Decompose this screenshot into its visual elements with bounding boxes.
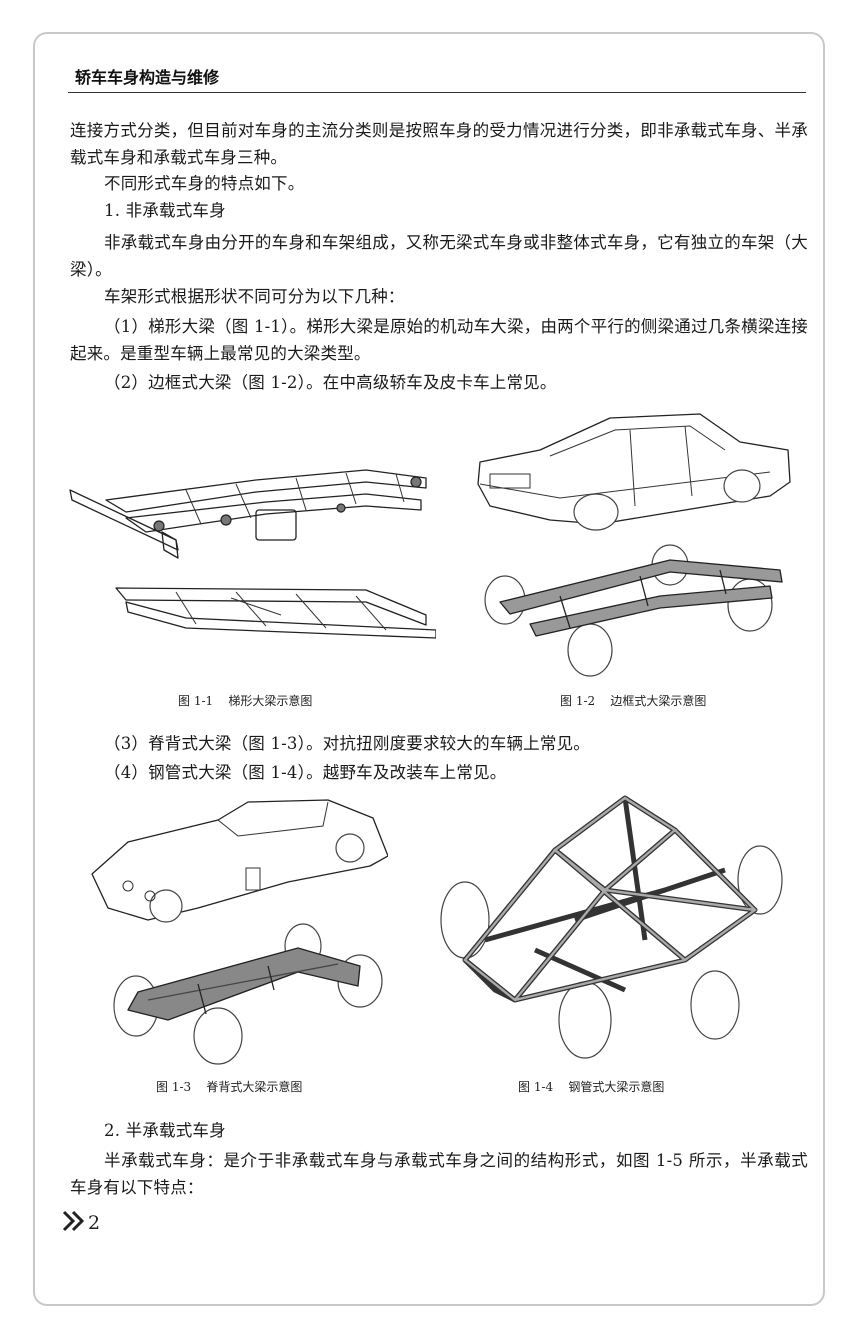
paragraph-4: 车架形式根据形状不同可分为以下几种： bbox=[104, 287, 405, 306]
paragraph-7: （3）脊背式大梁（图 1-3）。对抗扭刚度要求较大的车辆上常见。 bbox=[104, 734, 590, 753]
paragraph-1: 连接方式分类，但目前对车身的主流分类则是按照车身的受力情况进行分类，即非承载式车… bbox=[70, 121, 808, 167]
figure-1-2-caption: 图 1-2 边框式大梁示意图 bbox=[560, 694, 707, 708]
backbone-chassis-with-wheels bbox=[113, 923, 383, 1065]
page-number: 2 bbox=[88, 1212, 101, 1234]
paragraph-2: 不同形式车身的特点如下。 bbox=[104, 174, 305, 193]
front-bumper-beam bbox=[69, 489, 179, 551]
paragraph-5: （1）梯形大梁（图 1-1）。梯形大梁是原始的机动车大梁，由两个平行的侧梁通过几… bbox=[70, 317, 808, 363]
paragraph-9: 半承载式车身：是介于非承载式车身与承载式车身之间的结构形式，如图 1-5 所示，… bbox=[70, 1151, 808, 1197]
perimeter-frame-with-wheels bbox=[484, 544, 783, 677]
ladder-rail-left bbox=[105, 469, 427, 513]
backbone-frame-illustration bbox=[91, 799, 388, 1065]
tubular-frame-illustration bbox=[440, 795, 783, 1059]
section-heading-1: 1. 非承载式车身 bbox=[104, 201, 226, 220]
ladder-rail-lower-2 bbox=[125, 601, 436, 639]
page-frame bbox=[33, 32, 825, 1306]
perimeter-frame-illustration bbox=[477, 413, 791, 677]
paragraph-3: 非承载式车身由分开的车身和车架组成，又称无梁式车身或非整体式车身，它有独立的车架… bbox=[70, 233, 808, 279]
figure-1-4-caption: 图 1-4 钢管式大梁示意图 bbox=[518, 1080, 665, 1094]
tube-cage bbox=[462, 795, 758, 1003]
sports-car-outline bbox=[91, 799, 388, 923]
ladder-frame-illustration bbox=[69, 469, 436, 639]
section-heading-2: 2. 半承载式车身 bbox=[104, 1121, 226, 1140]
ladder-rail-lower-1 bbox=[115, 587, 427, 626]
header-rule bbox=[68, 92, 806, 93]
running-head-title: 轿车车身构造与维修 bbox=[75, 68, 220, 87]
figure-1-1-caption: 图 1-1 梯形大梁示意图 bbox=[178, 694, 313, 708]
paragraph-8: （4）钢管式大梁（图 1-4）。越野车及改装车上常见。 bbox=[104, 763, 507, 782]
figure-1-3-caption: 图 1-3 脊背式大梁示意图 bbox=[156, 1080, 303, 1094]
ladder-rail-right bbox=[125, 493, 422, 533]
double-chevron-icon bbox=[62, 1210, 86, 1238]
sedan-body-outline bbox=[477, 413, 791, 531]
paragraph-6: （2）边框式大梁（图 1-2）。在中高级轿车及皮卡车上常见。 bbox=[104, 373, 557, 392]
